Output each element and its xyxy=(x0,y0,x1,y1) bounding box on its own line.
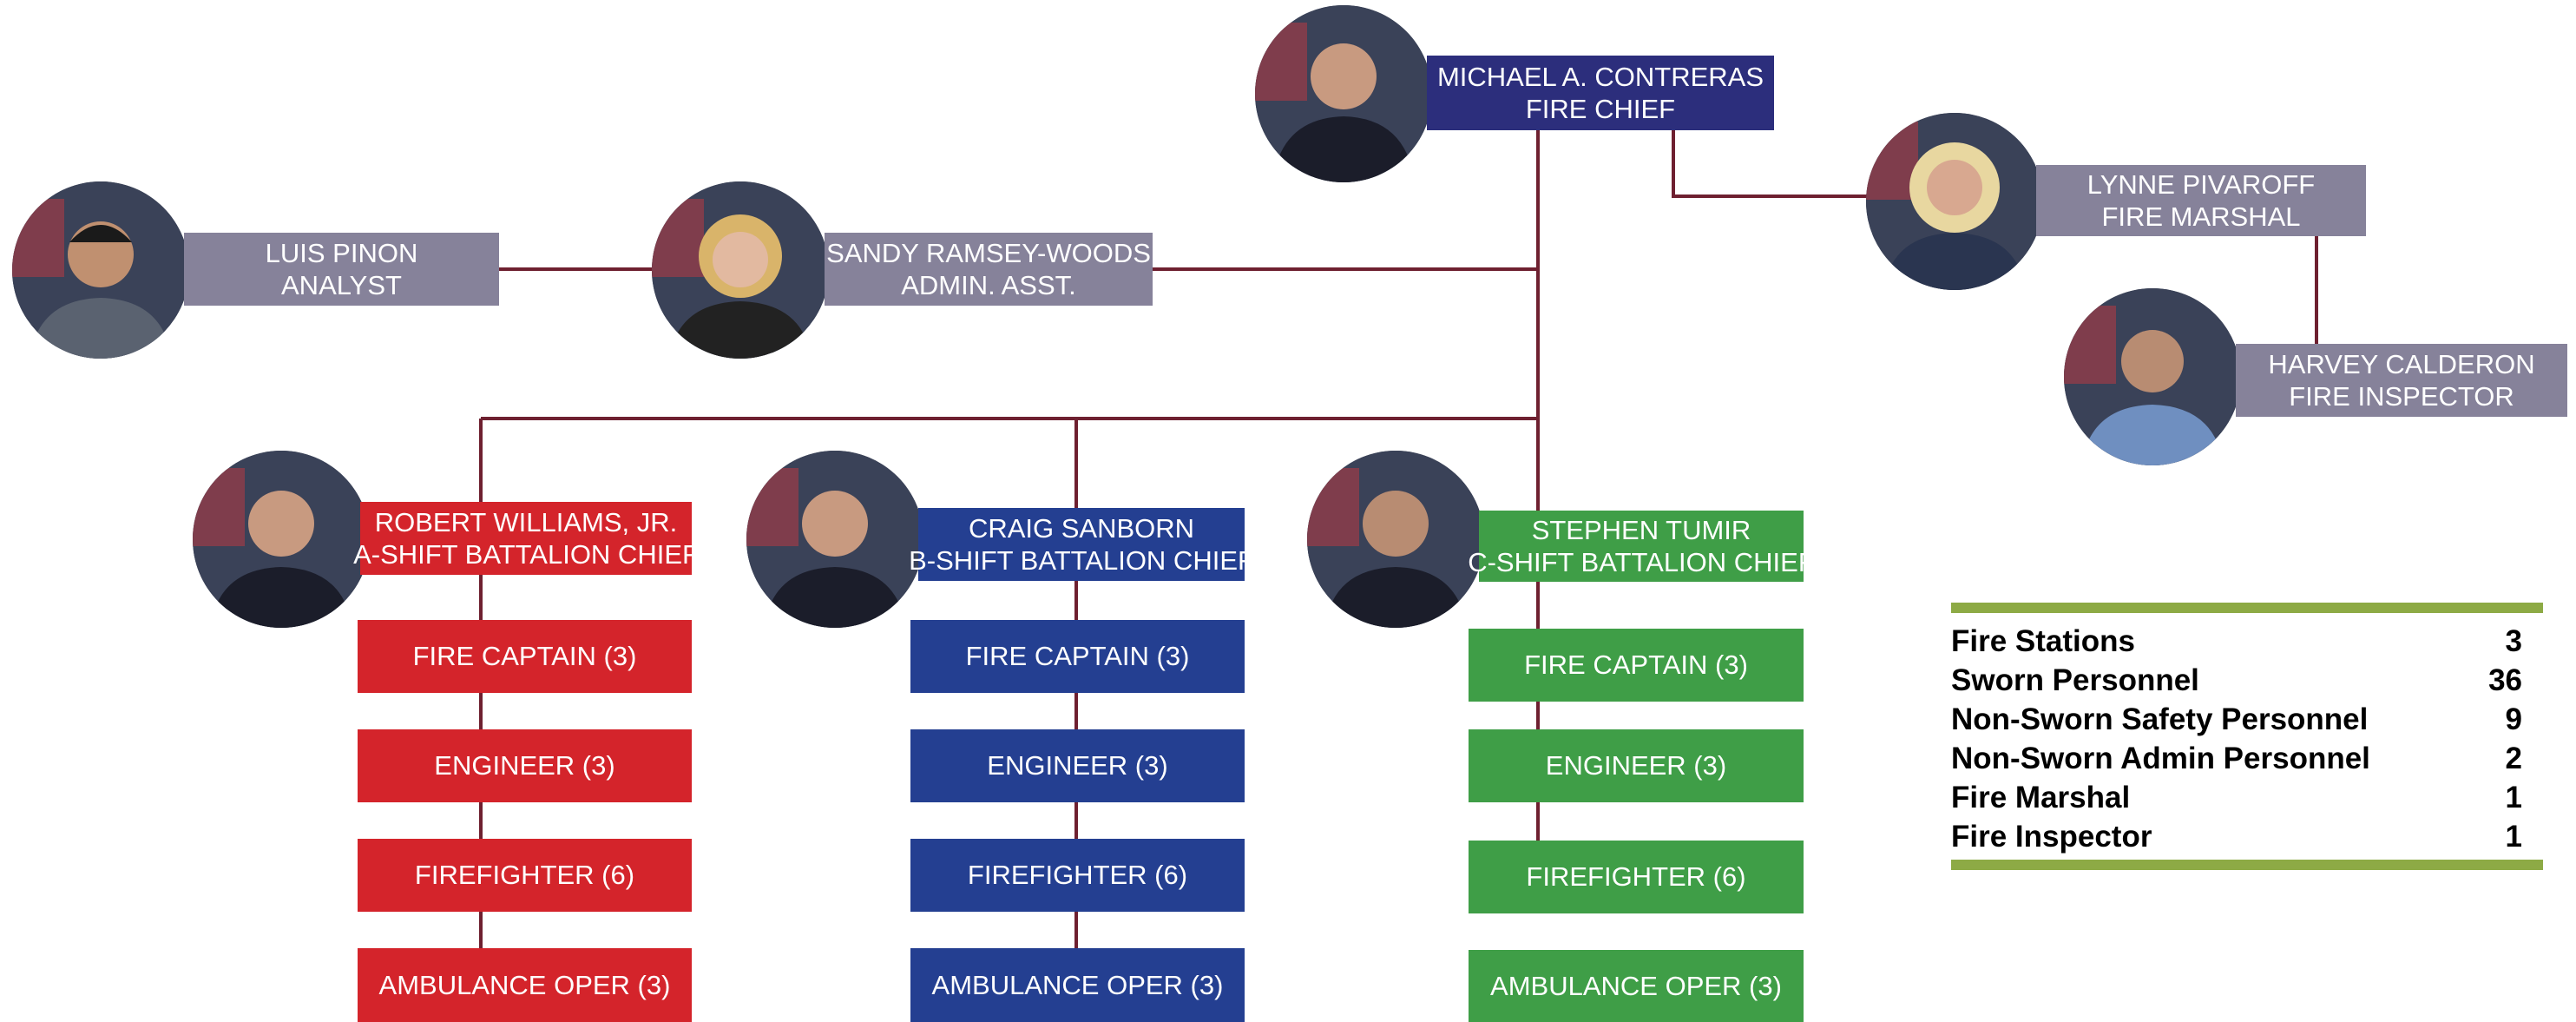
inspector-box: HARVEY CALDERON FIRE INSPECTOR xyxy=(2236,344,2567,417)
stat-label: Sworn Personnel xyxy=(1951,663,2199,697)
c-shift-chief-name: STEPHEN TUMIR xyxy=(1531,515,1751,545)
person-portrait-icon xyxy=(1255,5,1432,182)
c-shift-role-ambulance: AMBULANCE OPER (3) xyxy=(1469,950,1804,1022)
person-portrait-icon xyxy=(746,451,923,628)
marshal-title: FIRE MARSHAL xyxy=(2101,201,2301,232)
stat-label: Fire Inspector xyxy=(1951,819,2152,854)
stat-value: 1 xyxy=(2505,819,2522,854)
c-shift-role-engineer: ENGINEER (3) xyxy=(1469,729,1804,802)
stat-row: Non-Sworn Safety Personnel 9 xyxy=(1951,700,2543,739)
b-shift-role-firefighter: FIREFIGHTER (6) xyxy=(910,839,1245,912)
c-shift-role-captain: FIRE CAPTAIN (3) xyxy=(1469,629,1804,702)
stat-row: Fire Stations 3 xyxy=(1951,622,2543,661)
c-shift-chief-title: C-SHIFT BATTALION CHIEF xyxy=(1468,547,1815,577)
b-shift-chief-name: CRAIG SANBORN xyxy=(968,513,1195,544)
c-shift-chief-box: STEPHEN TUMIR C-SHIFT BATTALION CHIEF xyxy=(1468,511,1815,582)
b-shift-role-engineer: ENGINEER (3) xyxy=(910,729,1245,802)
person-portrait-icon xyxy=(1307,451,1484,628)
stat-value: 36 xyxy=(2488,663,2522,697)
stat-label: Non-Sworn Admin Personnel xyxy=(1951,741,2370,775)
chief-title: FIRE CHIEF xyxy=(1525,94,1676,124)
person-portrait-icon xyxy=(12,181,189,359)
a-shift-role-engineer: ENGINEER (3) xyxy=(358,729,692,802)
admin-asst-photo xyxy=(652,181,829,359)
stat-value: 3 xyxy=(2505,623,2522,658)
b-shift-role-ambulance: AMBULANCE OPER (3) xyxy=(910,948,1245,1022)
stat-label: Fire Stations xyxy=(1951,623,2135,658)
b-shift-chief-box: CRAIG SANBORN B-SHIFT BATTALION CHIEF xyxy=(909,508,1254,581)
a-shift-role-firefighter: FIREFIGHTER (6) xyxy=(358,839,692,912)
a-shift-chief-title: A-SHIFT BATTALION CHIEF xyxy=(353,539,699,570)
analyst-name: LUIS PINON xyxy=(265,238,418,268)
a-shift-role-captain: FIRE CAPTAIN (3) xyxy=(358,620,692,693)
person-portrait-icon xyxy=(1866,113,2043,290)
stat-row: Fire Inspector 1 xyxy=(1951,817,2543,856)
marshal-box: LYNNE PIVAROFF FIRE MARSHAL xyxy=(2036,165,2366,236)
stat-label: Non-Sworn Safety Personnel xyxy=(1951,702,2369,736)
admin-asst-name: SANDY RAMSEY-WOODS xyxy=(826,238,1151,268)
a-shift-chief-name: ROBERT WILLIAMS, JR. xyxy=(374,507,678,537)
stat-row: Non-Sworn Admin Personnel 2 xyxy=(1951,739,2543,778)
person-portrait-icon xyxy=(652,181,829,359)
inspector-photo xyxy=(2064,288,2241,465)
marshal-photo xyxy=(1866,113,2043,290)
stat-row: Sworn Personnel 36 xyxy=(1951,661,2543,700)
chief-photo xyxy=(1255,5,1432,182)
analyst-title: ANALYST xyxy=(281,270,402,300)
c-shift-chief-photo xyxy=(1307,451,1484,628)
stat-value: 9 xyxy=(2505,702,2522,736)
stat-row: Fire Marshal 1 xyxy=(1951,778,2543,817)
marshal-name: LYNNE PIVAROFF xyxy=(2086,169,2316,200)
b-shift-chief-title: B-SHIFT BATTALION CHIEF xyxy=(909,545,1254,576)
person-portrait-icon xyxy=(193,451,370,628)
b-shift-chief-photo xyxy=(746,451,923,628)
chief-box: MICHAEL A. CONTRERAS FIRE CHIEF xyxy=(1427,56,1774,130)
person-portrait-icon xyxy=(2064,288,2241,465)
stat-value: 2 xyxy=(2505,741,2522,775)
stats-bottom-bar xyxy=(1951,860,2543,870)
inspector-name: HARVEY CALDERON xyxy=(2268,349,2535,379)
admin-asst-box: SANDY RAMSEY-WOODS ADMIN. ASST. xyxy=(825,233,1153,306)
chief-name: MICHAEL A. CONTRERAS xyxy=(1436,62,1764,92)
stats-top-bar xyxy=(1951,603,2543,613)
a-shift-chief-photo xyxy=(193,451,370,628)
a-shift-role-ambulance: AMBULANCE OPER (3) xyxy=(358,948,692,1022)
stat-value: 1 xyxy=(2505,780,2522,814)
c-shift-role-firefighter: FIREFIGHTER (6) xyxy=(1469,841,1804,913)
analyst-box: LUIS PINON ANALYST xyxy=(184,233,499,306)
stat-label: Fire Marshal xyxy=(1951,780,2131,814)
b-shift-role-captain: FIRE CAPTAIN (3) xyxy=(910,620,1245,693)
inspector-title: FIRE INSPECTOR xyxy=(2289,381,2514,412)
a-shift-chief-box: ROBERT WILLIAMS, JR. A-SHIFT BATTALION C… xyxy=(353,502,699,575)
analyst-photo xyxy=(12,181,189,359)
staffing-stats-table: Fire Stations 3 Sworn Personnel 36 Non-S… xyxy=(1951,603,2543,870)
admin-asst-title: ADMIN. ASST. xyxy=(901,270,1076,300)
